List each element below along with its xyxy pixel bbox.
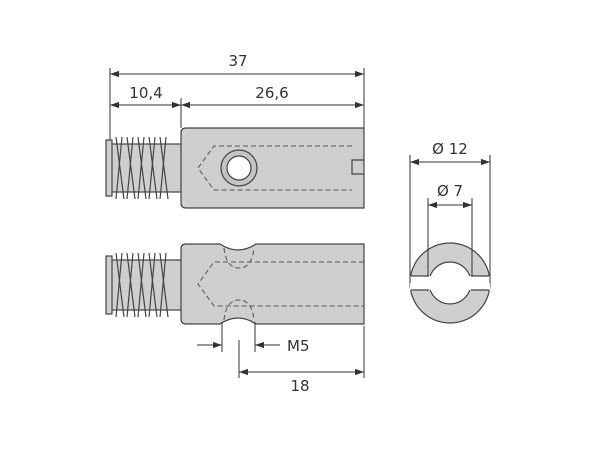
body-length-label: 26,6 <box>255 84 288 102</box>
dimension-outer-diameter: Ø 12 <box>409 140 491 283</box>
bolt-side-view <box>105 243 365 325</box>
outer-diameter-label: Ø 12 <box>432 140 468 158</box>
bolt-end-view <box>409 242 491 324</box>
cross-hole-inner <box>226 155 252 181</box>
hidden-hole-top <box>223 247 255 269</box>
hidden-bore <box>197 145 352 191</box>
hidden-hole-bottom <box>223 299 255 321</box>
bolt-top-view <box>105 127 365 209</box>
thread-crests-side <box>115 252 169 318</box>
dimension-inner-diameter: Ø 7 <box>427 182 473 276</box>
thread-size-label: M5 <box>287 337 310 355</box>
inner-diameter-label: Ø 7 <box>437 182 463 200</box>
thread-tip <box>105 139 113 197</box>
end-slot <box>351 159 364 175</box>
dimension-body-length: 26,6 <box>181 84 364 109</box>
dimension-overall-length: 37 <box>109 52 365 145</box>
hidden-bore-side <box>197 261 364 307</box>
thread-crests <box>115 136 169 200</box>
thread-tip-side <box>105 255 113 315</box>
dimension-thread-size: M5 <box>197 322 310 355</box>
overall-length-label: 37 <box>228 52 247 70</box>
hole-offset-label: 18 <box>290 377 309 395</box>
end-slot-gap <box>410 276 490 290</box>
bolt-body <box>180 127 365 209</box>
dimension-thread-length: 10,4 <box>110 84 182 128</box>
thread-length-label: 10,4 <box>129 84 162 102</box>
bolt-body-side <box>180 243 365 325</box>
dimension-hole-offset: 18 <box>238 326 365 395</box>
